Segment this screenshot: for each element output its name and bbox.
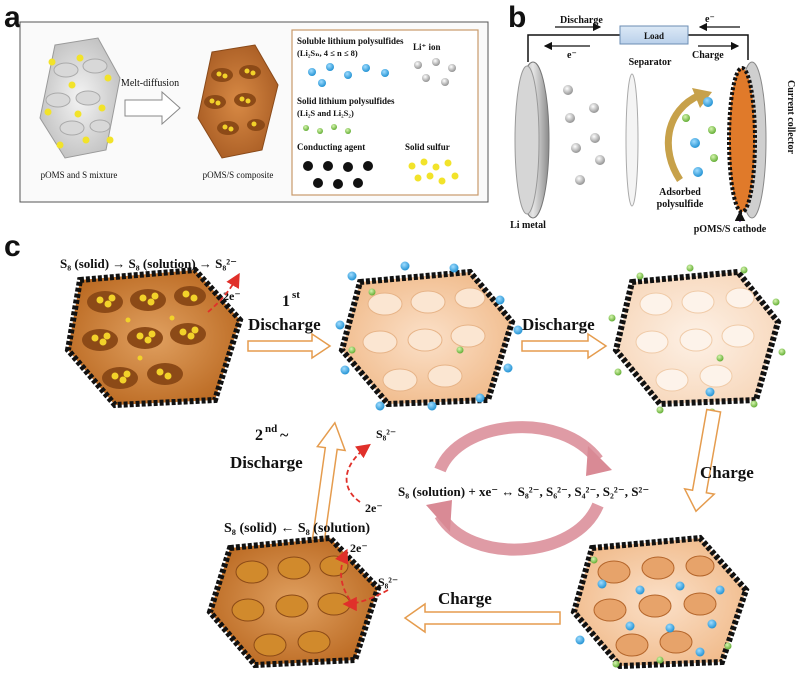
center-equation: S₈ (solution) + xe⁻ ↔ S₈²⁻, S₆²⁻, S₄²⁻, … <box>398 484 649 499</box>
adsorbed-label: Adsorbed <box>659 187 701 198</box>
polysulfides-b <box>682 97 718 177</box>
melt-diffusion-label: Melt-diffusion <box>121 78 179 89</box>
particle-partially-discharged <box>335 261 523 411</box>
two-electron-mid: 2e⁻ <box>365 501 383 515</box>
charge-arrow-right <box>683 408 722 513</box>
electron-label-left: e⁻ <box>567 50 577 61</box>
legend-soluble-sub: (Li₂Sₙ, 4 ≤ n ≤ 8) <box>297 48 358 58</box>
panel-b-letter: b <box>508 1 526 34</box>
poms-s-composite-particle <box>197 44 279 159</box>
load-label: Load <box>644 31 664 41</box>
poms-s-mixture-particle <box>39 37 121 159</box>
legend-solid-title: Solid lithium polysulfides <box>297 96 395 106</box>
legend-box <box>291 29 479 196</box>
two-electron-top: 2e⁻ <box>223 289 241 303</box>
legend-soluble-dots <box>308 63 389 87</box>
melt-diffusion-arrow <box>124 90 181 126</box>
discharge-label-b: Discharge <box>560 15 603 26</box>
charge-label-right: Charge <box>700 463 754 482</box>
circuit-wire-left <box>527 34 620 62</box>
discharge-label-2: Discharge <box>522 315 595 334</box>
separator <box>625 73 639 207</box>
legend-li-ion-dots <box>414 58 456 86</box>
discharge-label-3: Discharge <box>230 453 303 472</box>
panel-c-letter: c <box>4 230 21 263</box>
li-metal-electrode <box>514 61 550 219</box>
redox-arrow-bottom-head <box>426 500 452 532</box>
current-collector-label: Current collector <box>785 80 796 155</box>
first-superscript: st <box>292 289 300 301</box>
adsorption-arrow-head <box>692 88 712 108</box>
s8-2-minus-mid: S₈²⁻ <box>376 427 396 441</box>
caption-poms-s-mixture: pOMS and S mixture <box>41 170 118 180</box>
second-number: 2 <box>255 427 263 444</box>
discharge-label-1: Discharge <box>248 315 321 334</box>
legend-conducting-dots <box>303 161 373 189</box>
particle-recharged <box>206 534 382 669</box>
particle-charging <box>570 534 750 670</box>
two-electron-bottom: 2e⁻ <box>350 541 368 555</box>
li-metal-label: Li metal <box>510 220 546 231</box>
polysulfide-path-bottom <box>342 589 389 612</box>
legend-li-ion: Li⁺ ion <box>413 42 441 52</box>
cathode-label: pOMS/S cathode <box>694 224 767 235</box>
particle-charged-composite <box>64 266 244 409</box>
redox-arrow-top-head <box>586 446 612 476</box>
legend-solid-sulfur: Solid sulfur <box>405 142 450 152</box>
redox-arrow-bottom <box>434 502 604 556</box>
solid-from-solution: S₈ (solid) ← S₈ (solution) <box>224 521 370 536</box>
legend-sulfur-dots <box>408 158 459 185</box>
charge-arrow-bottom <box>403 602 561 634</box>
legend-solid-sub: (Li₂S and Li₂S₂) <box>297 108 354 118</box>
li-ions-b <box>563 85 605 185</box>
electron-path-bottom <box>335 548 351 601</box>
charge-label-bottom: Charge <box>438 589 492 608</box>
adsorption-curved-arrow <box>664 91 702 182</box>
load-box <box>619 25 689 45</box>
s8-2-minus-bottom: S₈²⁻ <box>378 575 398 589</box>
electron-path-mid <box>345 443 371 503</box>
circuit-wire-right <box>688 34 749 60</box>
panel-a-letter: a <box>4 1 21 34</box>
legend-soluble-title: Soluble lithium polysulfides <box>297 36 404 46</box>
charge-label-b: Charge <box>692 50 724 61</box>
redox-arrow-top <box>434 421 603 473</box>
first-number: 1 <box>282 293 290 310</box>
caption-poms-s-composite: pOMS/S composite <box>203 170 274 180</box>
electron-path-top <box>207 272 240 313</box>
second-tilde: ~ <box>280 427 289 444</box>
top-equation: S₈ (solid) → S₈ (solution) → S₈²⁻ <box>60 256 237 271</box>
legend-conducting-agent: Conducting agent <box>297 142 365 152</box>
second-superscript: nd <box>265 423 277 435</box>
electron-label-top: e⁻ <box>705 14 715 25</box>
poms-s-cathode <box>727 61 767 219</box>
discharge-arrow-1 <box>247 332 332 360</box>
legend-solid-dots <box>303 124 351 134</box>
separator-label: Separator <box>629 57 672 68</box>
polysulfide-label: polysulfide <box>657 199 704 210</box>
particle-fully-discharged <box>608 264 786 416</box>
discharge-arrow-2 <box>521 332 608 360</box>
